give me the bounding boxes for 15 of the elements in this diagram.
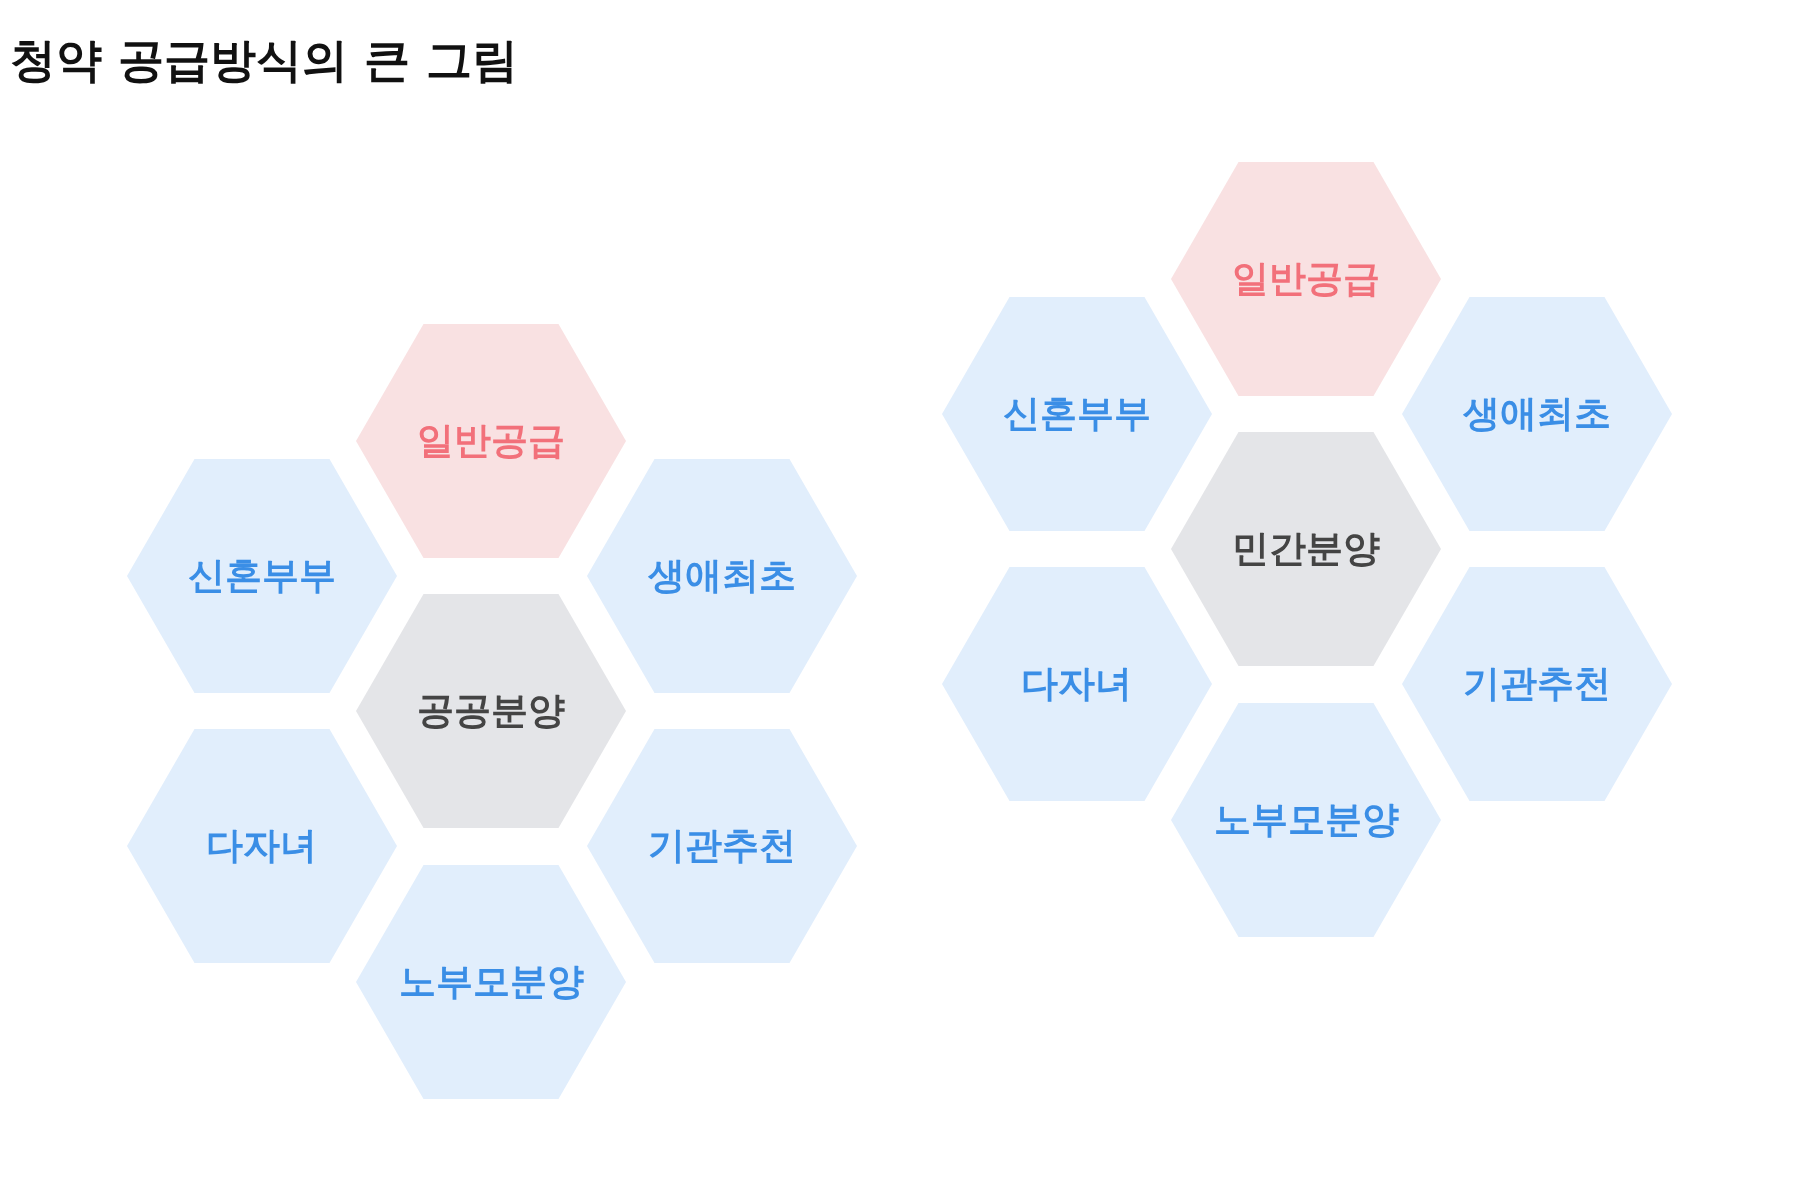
page-title: 청약 공급방식의 큰 그림 xyxy=(10,32,519,89)
category-label: 민간분양 xyxy=(1231,525,1382,572)
category-label: 신혼부부 xyxy=(186,553,337,600)
category-label: 기관추천 xyxy=(1462,661,1613,708)
category-label: 공공분양 xyxy=(416,687,567,734)
category-label: 다자녀 xyxy=(205,823,319,870)
category-label: 노부모분양 xyxy=(397,958,585,1005)
category-label: 일반공급 xyxy=(416,417,567,464)
category-label: 노부모분양 xyxy=(1212,796,1400,843)
category-label: 다자녀 xyxy=(1020,661,1134,708)
category-label: 생애최초 xyxy=(647,553,798,600)
category-label: 생애최초 xyxy=(1462,391,1613,438)
category-label: 일반공급 xyxy=(1231,255,1382,302)
category-label: 신혼부부 xyxy=(1001,391,1152,438)
category-label: 기관추천 xyxy=(647,823,798,870)
